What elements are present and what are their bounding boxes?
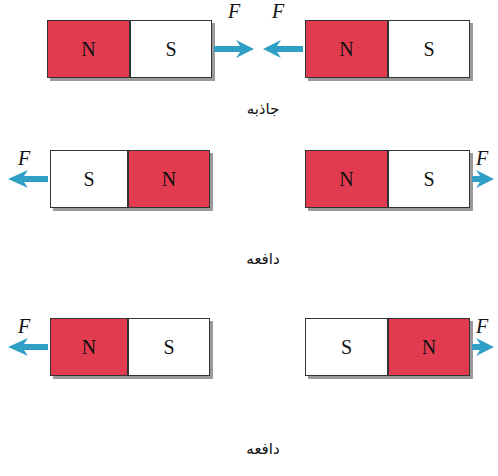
magnet-pole: N: [305, 150, 388, 208]
magnet-pole: S: [130, 20, 212, 78]
force-arrow: [214, 40, 254, 58]
magnet-pole: S: [305, 318, 388, 376]
caption-text: دافعه: [203, 440, 323, 458]
pole-letter: N: [162, 168, 176, 191]
pole-letter: S: [341, 336, 352, 359]
magnet-pole: N: [128, 150, 210, 208]
pole-letter: S: [83, 168, 94, 191]
pole-letter: N: [339, 38, 353, 61]
magnet-pole: S: [50, 150, 128, 208]
caption-text: جاذبه: [203, 100, 323, 118]
pole-letter: N: [81, 38, 95, 61]
force-arrow: [472, 170, 494, 188]
pole-letter: S: [423, 38, 434, 61]
pole-letter: N: [422, 336, 436, 359]
magnet-pole: N: [305, 20, 388, 78]
force-label: F: [476, 315, 488, 338]
magnet-pole: N: [47, 20, 130, 78]
magnet-pole: N: [50, 318, 128, 376]
pole-letter: S: [423, 168, 434, 191]
magnet-pole: S: [388, 150, 470, 208]
force-arrow: [8, 338, 48, 356]
magnet-pole: S: [128, 318, 210, 376]
pole-letter: S: [163, 336, 174, 359]
force-label: F: [272, 0, 284, 23]
force-arrow: [263, 40, 303, 58]
force-label: F: [18, 147, 30, 170]
force-label: F: [228, 0, 240, 23]
force-arrow: [8, 170, 48, 188]
force-label: F: [476, 147, 488, 170]
magnet-pole: S: [388, 20, 470, 78]
pole-letter: N: [339, 168, 353, 191]
pole-letter: N: [82, 336, 96, 359]
force-arrows: [8, 40, 494, 356]
pole-letter: S: [165, 38, 176, 61]
caption-text: دافعه: [203, 250, 323, 268]
force-arrow: [472, 338, 494, 356]
magnet-pole: N: [388, 318, 470, 376]
force-label: F: [18, 315, 30, 338]
